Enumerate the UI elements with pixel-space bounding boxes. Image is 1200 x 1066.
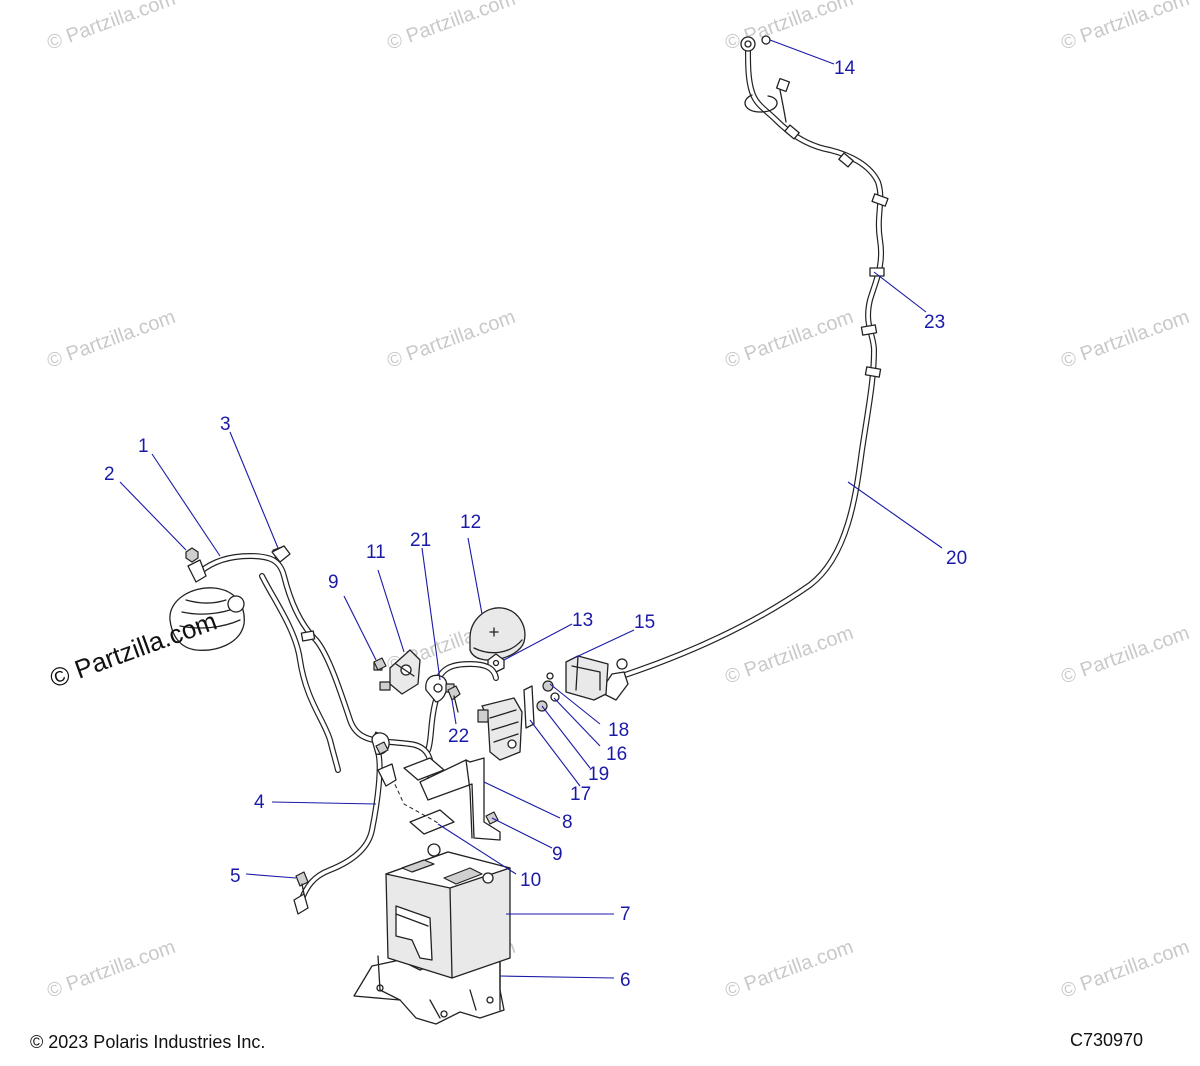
callout-layer: 1 2 3 4 5 6 7 8 9 9 10 11 12 13 14 15 16… [104,39,967,991]
callout-16: 16 [606,744,627,765]
watermark: © Partzilla.com [1058,306,1192,373]
bolt-9-upper [373,657,387,671]
watermark: © Partzilla.com [722,306,856,373]
watermark: © Partzilla.com [384,306,518,373]
callout-7: 7 [620,904,631,925]
watermark: © Partzilla.com [722,936,856,1003]
callout-2: 2 [104,464,115,485]
callout-9b: 9 [552,844,563,865]
callout-5: 5 [230,866,241,887]
callout-11: 11 [366,542,386,563]
callout-1: 1 [138,436,149,457]
callout-23: 23 [924,312,945,333]
battery [385,843,511,979]
fuse-block [477,697,523,761]
callout-12: 12 [460,512,481,533]
callout-15: 15 [634,612,655,633]
diagram-code: C730970 [1070,1030,1143,1050]
watermark: © Partzilla.com [1058,936,1192,1003]
battery-pad [391,757,455,835]
boot-3 [271,545,291,563]
watermark: © Partzilla.com [722,622,856,689]
bolt-22 [447,685,461,713]
callout-3: 3 [220,414,231,435]
callout-19: 19 [588,764,609,785]
terminal-hardware [523,672,560,729]
watermark: © Partzilla.com [44,936,178,1003]
callout-8: 8 [562,812,573,833]
callout-14: 14 [834,58,856,79]
terminal-cover [469,607,526,661]
bolt-5 [295,871,309,895]
watermark-layer: © Partzilla.com © Partzilla.com © Partzi… [44,0,1192,1003]
callout-4: 4 [254,792,265,813]
callout-17: 17 [570,784,591,805]
callout-6: 6 [620,970,631,991]
callout-21: 21 [410,530,431,551]
hold-down-bracket [419,757,501,841]
callout-10: 10 [520,870,541,891]
watermark: © Partzilla.com [44,306,178,373]
callout-20: 20 [946,548,967,569]
watermark: © Partzilla.com [44,0,178,55]
watermark: © Partzilla.com [384,0,518,55]
callout-22: 22 [448,726,469,747]
watermark: © Partzilla.com [1058,622,1192,689]
watermark: © Partzilla.com [1058,0,1192,55]
callout-9a: 9 [328,572,339,593]
main-cable-assembly [599,35,889,701]
copyright-text: © 2023 Polaris Industries Inc. [30,1032,265,1052]
ground-cable [293,732,397,915]
relay-cover [565,655,609,701]
callout-18: 18 [608,720,629,741]
nut-2 [185,547,199,563]
callout-13: 13 [572,610,593,631]
